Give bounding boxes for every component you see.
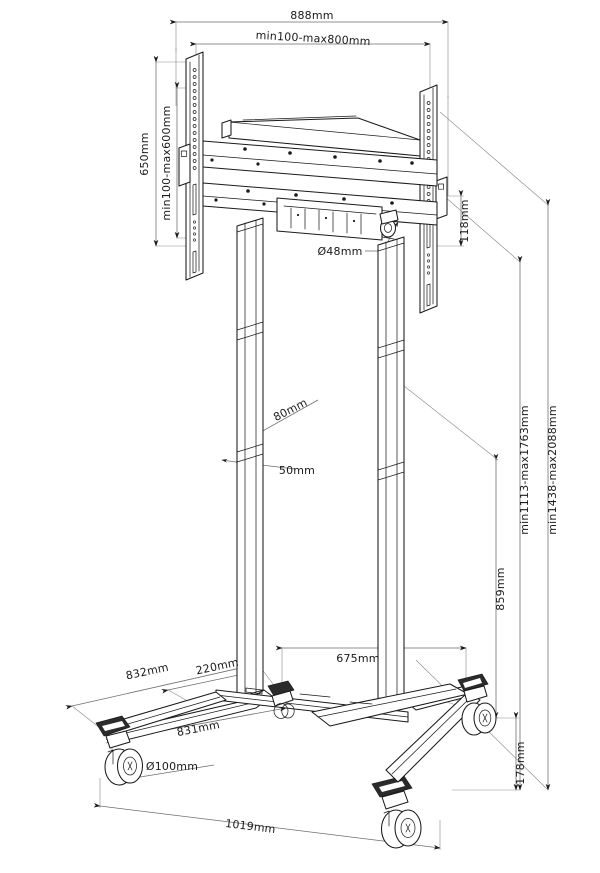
column-right (377, 236, 405, 709)
column-left (236, 217, 264, 699)
base-end-cap-rear-right (457, 673, 489, 692)
spine-hardware (245, 687, 373, 705)
bracket-strip-left (178, 51, 204, 281)
label-column-width: 50mm (279, 464, 315, 477)
label-screen-height-range: min1113-max1763mm (518, 405, 531, 535)
label-tube-diameter: Ø48mm (317, 245, 362, 258)
label-bracket-height: 650mm (138, 132, 151, 175)
label-total-height-range: min1438-max2088mm (546, 405, 559, 535)
caster-front-right (380, 790, 422, 849)
label-bracket-depth: 118mm (458, 199, 471, 242)
label-bracket-height-range: min100-max600mm (160, 105, 173, 220)
caster-rear-left (271, 690, 295, 719)
base-leg-front-right-lower (385, 691, 481, 783)
bracket-strip-right (419, 84, 448, 314)
base-frame (95, 673, 489, 798)
label-overall-width: 888mm (290, 9, 333, 22)
upper-cross-rail (202, 140, 438, 187)
label-column-height: 859mm (494, 567, 507, 610)
label-caster-diameter: Ø100mm (146, 760, 198, 773)
base-end-cap-rear-left (267, 680, 295, 697)
caster-rear-right (461, 685, 497, 736)
label-base-overall-length: 1019mm (225, 817, 277, 836)
caster-front-left (104, 730, 144, 786)
label-base-column-offset: 675mm (336, 652, 379, 665)
label-bracket-width-range: min100-max800mm (255, 29, 371, 48)
cable-cover-box (221, 115, 421, 157)
telescopic-columns (236, 217, 405, 709)
base-end-cap-front-right (371, 775, 413, 798)
display-mount-bracket (178, 51, 448, 314)
vesa-interface-plate (276, 197, 383, 241)
caster-wheels (104, 685, 497, 849)
base-end-cap-left (95, 715, 131, 737)
pivot-knob-assembly (379, 209, 399, 240)
label-caster-height: 178mm (514, 741, 527, 784)
